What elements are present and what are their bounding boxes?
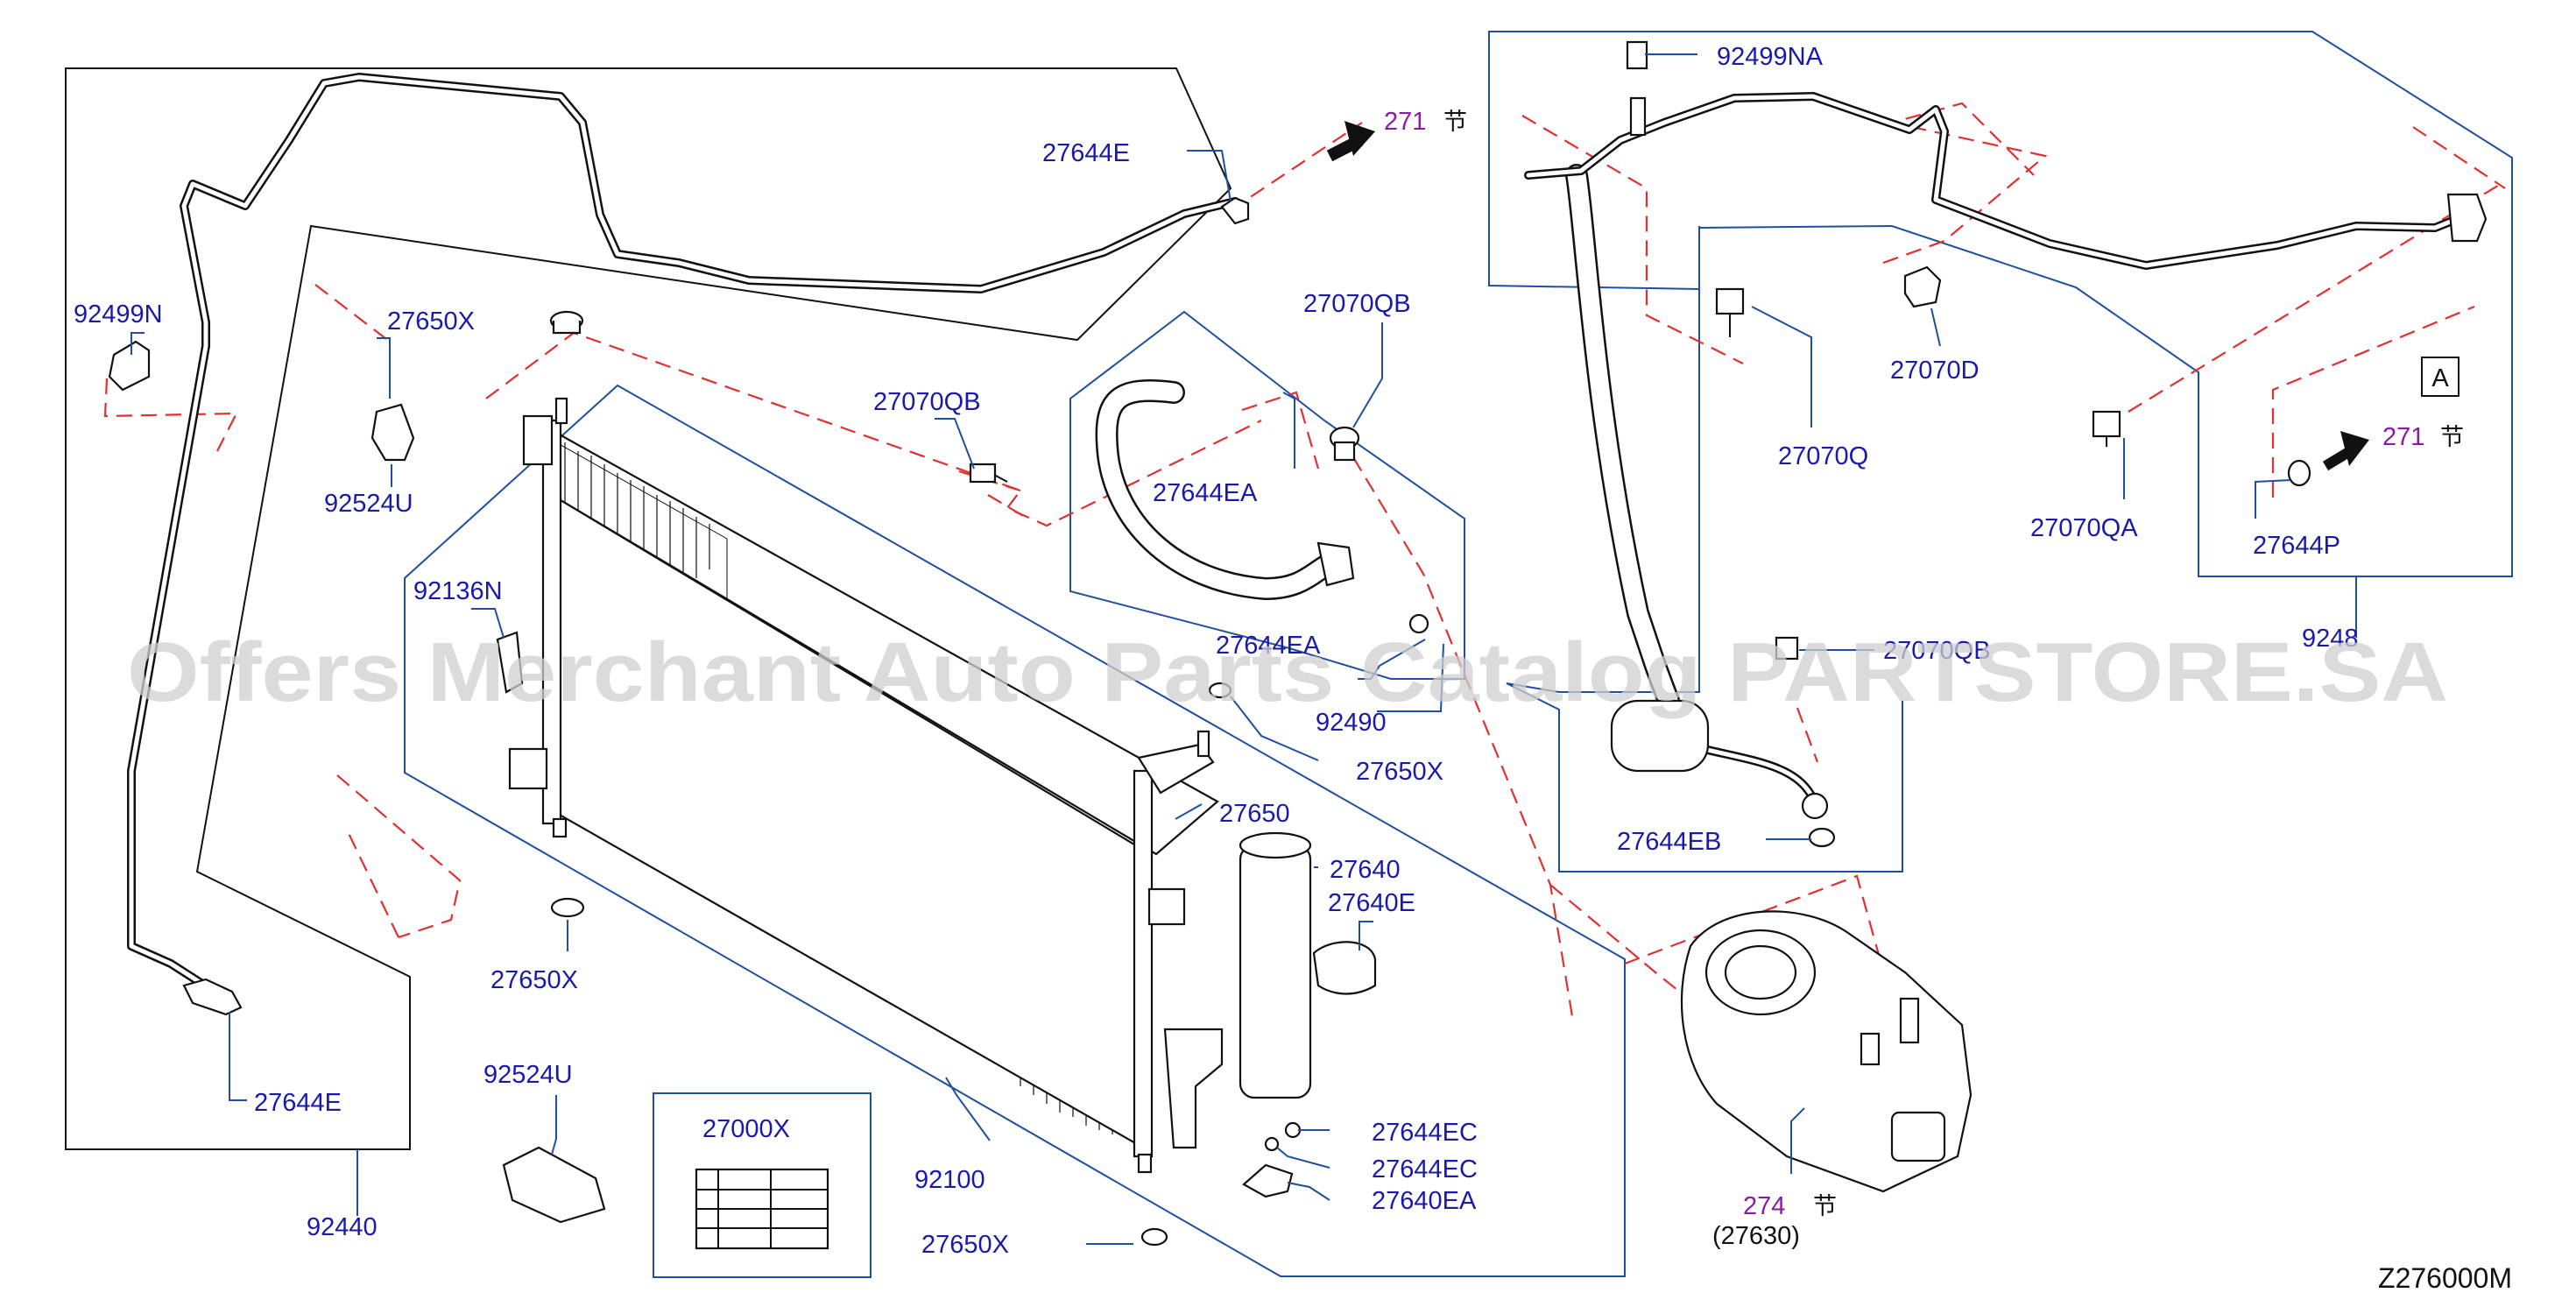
outline-27644EB-group — [1506, 226, 1903, 873]
plug-27640EA — [1242, 1163, 1294, 1198]
part-label-27070QA[interactable]: 27070QA — [2030, 514, 2138, 542]
part-label-27070D[interactable]: 27070D — [1890, 357, 1980, 385]
bolt-27070Q — [1715, 287, 1745, 337]
leader-lines — [131, 53, 2357, 1245]
fitting-27644EB — [1610, 699, 1710, 773]
part-label-27650X-mid[interactable]: 27650X — [1356, 758, 1443, 786]
bolt-27070QB-top — [1329, 426, 1360, 462]
bolt-27070QA — [2092, 410, 2121, 447]
part-label-92524U-low[interactable]: 92524U — [483, 1061, 573, 1089]
receiver-drier-27640 — [1239, 831, 1312, 1099]
part-label-27650X-low[interactable]: 27650X — [490, 966, 578, 994]
part-label-27640E[interactable]: 27640E — [1328, 889, 1415, 917]
part-label-27650X-top[interactable]: 27650X — [387, 307, 475, 336]
part-label-27070QB-right[interactable]: 27070QB — [1883, 637, 1991, 665]
part-label-92440[interactable]: 92440 — [307, 1213, 378, 1241]
refrigerant-lines — [127, 73, 2474, 1006]
part-label-27650X-bot[interactable]: 27650X — [921, 1231, 1009, 1259]
label-27000X — [695, 1168, 829, 1250]
outline-27000X-box — [653, 1092, 872, 1278]
fitting-27644E-top — [1220, 196, 1250, 225]
arrow-271-right — [2322, 431, 2369, 471]
clamp-9248x — [2446, 193, 2488, 243]
part-label-27630[interactable]: (27630) — [1712, 1222, 1800, 1250]
clip-92524U-low — [502, 1146, 606, 1224]
part-label-27644EC-1[interactable]: 27644EC — [1372, 1119, 1478, 1147]
part-label-27644EA-2[interactable]: 27644EA — [1216, 632, 1321, 660]
small-parts — [108, 40, 2488, 1250]
seal-92490 — [1408, 613, 1429, 634]
oring-27644EC-1 — [1284, 1121, 1302, 1139]
outline-92100-group — [404, 384, 1626, 1277]
outline-92440-group — [65, 67, 1232, 1150]
fitting-hose-27644EA — [1316, 541, 1355, 587]
section-glyph-top: 节 — [1443, 109, 1467, 136]
fitting-27644E-low — [182, 978, 243, 1016]
clip-92136N — [496, 631, 524, 694]
oring-27644EB — [1808, 827, 1836, 848]
grommet-27650X-mid — [1208, 682, 1232, 699]
part-label-9248x[interactable]: 9248 — [2302, 625, 2359, 653]
condenser-92100 — [508, 397, 1224, 1174]
part-label-92524U-top[interactable]: 92524U — [324, 490, 413, 518]
group-outlines — [65, 31, 2513, 1278]
outline-9248x-group — [1488, 31, 2513, 577]
grommet-27650X-low — [550, 897, 585, 918]
callout-a-letter: A — [2431, 364, 2449, 392]
direction-arrows — [1326, 121, 2369, 471]
part-label-92499NA[interactable]: 92499NA — [1717, 43, 1824, 71]
part-label-27640[interactable]: 27640 — [1330, 856, 1401, 884]
section-glyph-compressor: 节 — [1813, 1193, 1837, 1220]
nut-27644EB — [1801, 792, 1829, 820]
cap-92499NA — [1626, 40, 1648, 137]
compressor-27630 — [1680, 910, 1973, 1193]
ref-label-271-top[interactable]: 271 — [1384, 108, 1426, 136]
part-label-27000X[interactable]: 27000X — [702, 1115, 790, 1143]
part-label-27644EB[interactable]: 27644EB — [1617, 828, 1721, 856]
part-label-92499N[interactable]: 92499N — [74, 300, 163, 329]
bolt-27070QB-mid — [969, 463, 1008, 484]
ref-label-274[interactable]: 274 — [1743, 1192, 1785, 1220]
outline-92490-group — [1069, 310, 1465, 680]
part-label-27650[interactable]: 27650 — [1219, 800, 1290, 828]
ref-label-271-right[interactable]: 271 — [2382, 423, 2424, 451]
part-label-27640EA[interactable]: 27640EA — [1372, 1187, 1477, 1215]
cap-92499N — [108, 340, 151, 392]
grommet-27650X-bot — [1140, 1227, 1168, 1247]
part-label-92136N[interactable]: 92136N — [413, 577, 503, 605]
callout-a: A — [2421, 357, 2460, 397]
arrow-271-top — [1326, 121, 1375, 162]
part-label-27070Q[interactable]: 27070Q — [1778, 442, 1868, 470]
part-label-27070QB-mid[interactable]: 27070QB — [873, 388, 981, 416]
part-label-92490[interactable]: 92490 — [1316, 709, 1387, 737]
part-label-27070QB-top[interactable]: 27070QB — [1303, 290, 1411, 318]
watermark-text: Offers Merchant Auto Parts Catalog PARTS… — [127, 625, 2448, 719]
nut-27070D — [1903, 265, 1942, 308]
bolt-27070QB-right — [1775, 636, 1799, 661]
clip-92524U-top — [371, 403, 415, 462]
diagram-code: Z276000M — [2378, 1262, 2512, 1294]
oring-27644EC-2 — [1264, 1136, 1280, 1152]
oring-27644P — [2287, 459, 2311, 487]
part-label-27644P[interactable]: 27644P — [2253, 532, 2340, 560]
part-label-92100[interactable]: 92100 — [914, 1166, 985, 1194]
part-labels: 92499NA 27644E 271 节 92499N 27650X 27070… — [74, 43, 2464, 1259]
part-label-27644EA-1[interactable]: 27644EA — [1153, 479, 1258, 507]
bracket-27640E — [1312, 941, 1377, 995]
part-label-27644E-low[interactable]: 27644E — [254, 1089, 342, 1117]
part-label-27644EC-2[interactable]: 27644EC — [1372, 1155, 1478, 1183]
section-glyph-right: 节 — [2440, 424, 2464, 451]
part-label-27644E-top[interactable]: 27644E — [1042, 139, 1130, 167]
